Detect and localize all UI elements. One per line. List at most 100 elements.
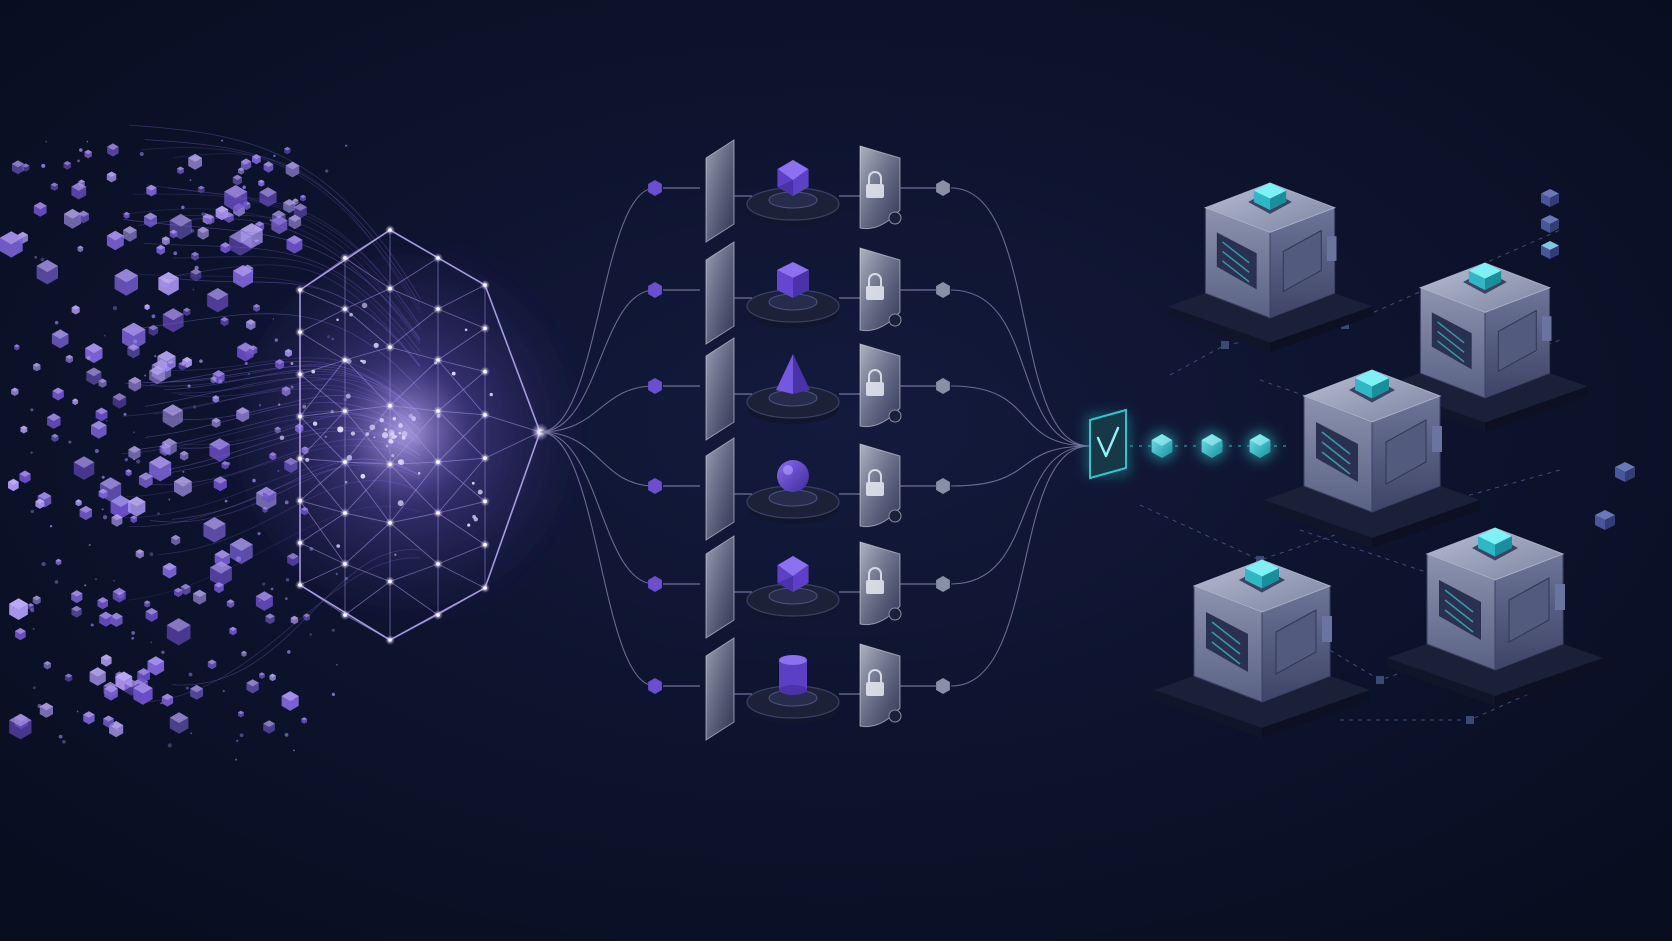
mesh-edge <box>437 308 486 329</box>
particle-dot <box>102 515 108 520</box>
mesh-sparkle <box>312 421 318 426</box>
particle-hex-icon <box>161 693 174 707</box>
data-particle <box>197 226 209 240</box>
particle-highlight <box>226 599 235 604</box>
floating-cube-icon <box>1541 241 1559 259</box>
particle-highlight <box>269 673 276 678</box>
particle-highlight <box>183 307 191 312</box>
particle-highlight <box>137 668 151 676</box>
particle-hex-icon <box>149 366 166 385</box>
gem-top-facet <box>778 160 808 180</box>
particle-highlight <box>99 611 113 620</box>
checkpoint-fanin-lines <box>950 187 1091 687</box>
particle-dot <box>79 148 83 152</box>
data-particle <box>99 611 113 627</box>
particle-dot <box>221 139 224 142</box>
icosahedron-icon <box>777 160 809 196</box>
data-particle <box>127 344 140 359</box>
particle-hex-icon <box>50 182 58 191</box>
particle-highlight <box>130 515 138 520</box>
vault-cube-left <box>1253 190 1270 211</box>
data-particle <box>290 615 299 625</box>
particle-hex-icon <box>284 146 291 155</box>
mesh-edge <box>344 229 391 259</box>
mesh-sparkle <box>434 361 438 365</box>
lock-shackle <box>868 469 882 482</box>
data-particle <box>210 561 232 587</box>
particle-hex-icon <box>210 376 217 384</box>
data-particle <box>89 667 106 686</box>
particle-highlight <box>106 230 124 241</box>
mesh-sparkle <box>350 431 356 436</box>
particle-hex-icon <box>255 591 273 611</box>
particle-highlight <box>133 682 153 694</box>
particle-highlight <box>43 660 52 666</box>
particle-hex-icon <box>167 360 175 369</box>
particle-hex-icon <box>127 344 140 359</box>
particle-hex-icon <box>19 470 31 484</box>
checkpoint-frame <box>1089 408 1127 480</box>
data-particle <box>241 650 247 657</box>
particle-highlight <box>241 650 247 654</box>
particle-hex-icon <box>210 561 232 587</box>
particle-hex-icon <box>8 478 19 492</box>
mesh-sparkle <box>373 436 376 439</box>
particle-hex-icon <box>91 420 107 439</box>
data-particle <box>193 589 207 605</box>
glass-panel <box>705 437 735 541</box>
particle-highlight <box>11 387 19 392</box>
particle-hex-icon <box>11 387 19 396</box>
particle-hex-icon <box>166 618 191 646</box>
particle-dot <box>54 320 59 325</box>
particle-dot <box>86 140 89 143</box>
pedestal-plate <box>768 489 818 507</box>
particle-hex-icon <box>123 226 137 242</box>
network-node-icon <box>1221 341 1229 349</box>
vault-platform-edge <box>1387 658 1495 706</box>
particle-highlight <box>9 713 32 727</box>
vault-screen-line <box>1437 330 1465 353</box>
data-particle <box>167 360 175 369</box>
fanout-line <box>539 385 656 433</box>
floating-cube-left <box>1541 193 1550 207</box>
particle-hex-icon <box>106 171 117 183</box>
particle-highlight <box>148 324 159 331</box>
data-particle <box>174 587 183 598</box>
teal-gem-icon <box>1246 430 1274 462</box>
particle-highlight <box>284 146 291 151</box>
fanout-line <box>539 187 656 433</box>
glass-panel <box>705 241 735 345</box>
sphere-body <box>777 460 809 492</box>
particle-highlight <box>47 413 61 422</box>
data-particle <box>288 214 302 230</box>
particle-dot <box>62 739 66 744</box>
data-particle <box>72 398 79 406</box>
fanout-line <box>539 431 656 487</box>
mesh-edge <box>344 512 391 524</box>
particle-hex-icon <box>71 590 83 604</box>
glass-panel-icon <box>705 139 735 243</box>
vault-cube-top <box>1253 182 1287 199</box>
particle-hex-icon <box>253 239 260 246</box>
mesh-edge <box>437 284 486 310</box>
particle-dot <box>187 384 191 388</box>
mesh-node <box>388 638 392 642</box>
particle-hex-icon <box>97 597 108 610</box>
fanout-line <box>539 431 656 687</box>
particle-hex-icon <box>72 398 79 406</box>
mesh-sparkle <box>397 459 403 465</box>
data-particle <box>301 717 307 724</box>
mesh-node <box>388 228 392 232</box>
data-particle <box>220 242 231 254</box>
output-node-hex <box>936 576 950 592</box>
particle-highlight <box>128 445 141 453</box>
data-particle <box>107 143 119 157</box>
particle-highlight <box>36 259 59 273</box>
sphere-highlight <box>783 465 793 475</box>
mesh-sparkle <box>391 434 397 440</box>
particle-dot <box>139 151 144 157</box>
mesh-edge <box>437 371 486 412</box>
mesh-edge <box>344 581 391 616</box>
vault-screen-line <box>1211 621 1241 645</box>
particle-dot <box>235 758 238 761</box>
